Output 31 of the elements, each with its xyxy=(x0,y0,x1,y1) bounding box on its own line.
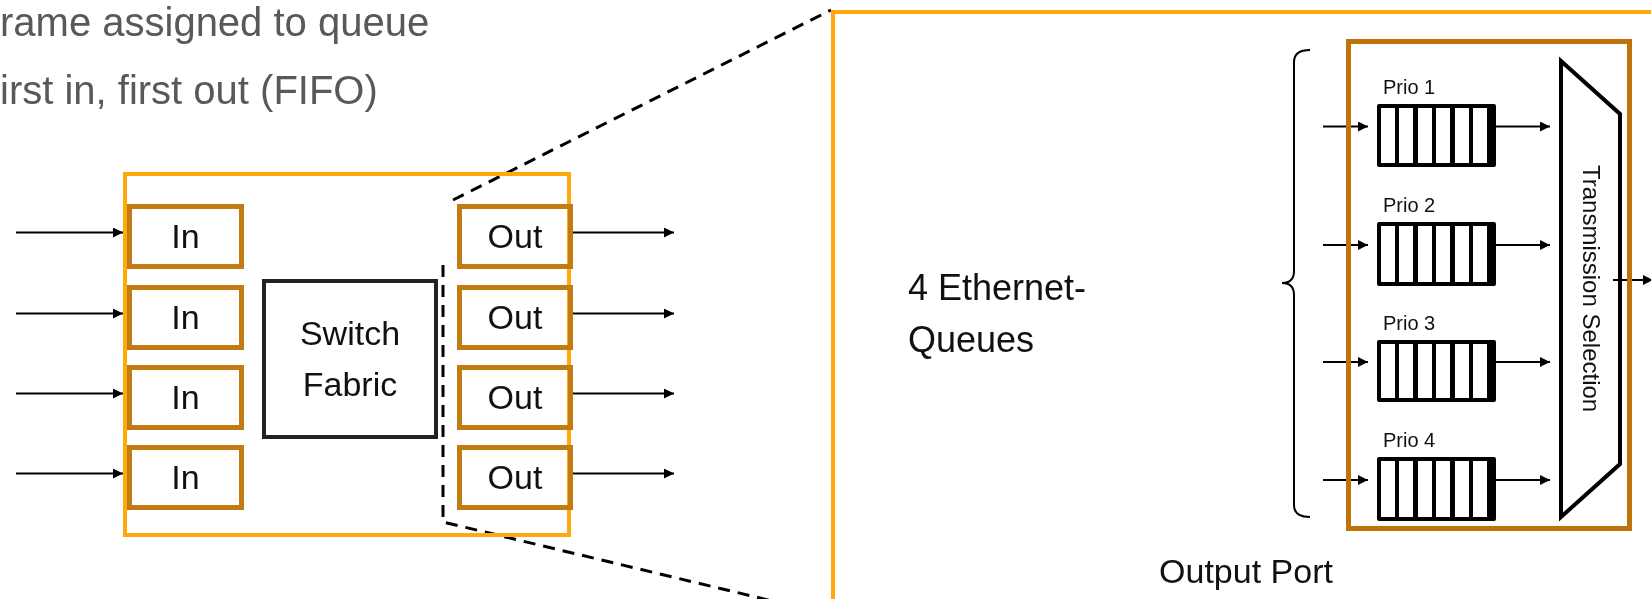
arrow xyxy=(1322,357,1369,367)
switch-box xyxy=(123,172,571,537)
port-box: In xyxy=(127,285,244,350)
arrow xyxy=(15,308,124,319)
arrow xyxy=(1612,275,1651,285)
queue-label: Prio 4 xyxy=(1383,429,1436,452)
arrow xyxy=(15,468,124,479)
bullet-text: rame assigned to queue xyxy=(0,0,430,45)
output-port-box xyxy=(831,10,1651,599)
dashed-line xyxy=(452,8,832,202)
port-box: Out xyxy=(457,445,573,510)
arrow xyxy=(15,227,124,238)
port-box: In xyxy=(127,445,244,510)
bullet-text: irst in, first out (FIFO) xyxy=(0,68,378,113)
queue-label: Prio 2 xyxy=(1383,194,1436,217)
arrow xyxy=(1322,475,1369,485)
port-box: Out xyxy=(457,204,573,269)
arrow xyxy=(1322,121,1369,132)
queue-label: Prio 1 xyxy=(1383,76,1436,99)
arrow xyxy=(15,388,124,399)
port-box: Out xyxy=(457,285,573,350)
note-text: 4 Ethernet- Queues xyxy=(908,266,1088,363)
queue-label: Prio 3 xyxy=(1383,312,1436,335)
arrow xyxy=(1322,240,1369,250)
port-box: Out xyxy=(457,365,573,430)
selector-label: Transmission Selection xyxy=(1576,165,1605,413)
port-box: In xyxy=(127,204,244,269)
switch-fabric-box: Switch Fabric xyxy=(262,279,438,439)
queue-group-box xyxy=(1346,39,1632,531)
port-box: In xyxy=(127,365,244,430)
port-title: Output Port xyxy=(1159,552,1333,591)
